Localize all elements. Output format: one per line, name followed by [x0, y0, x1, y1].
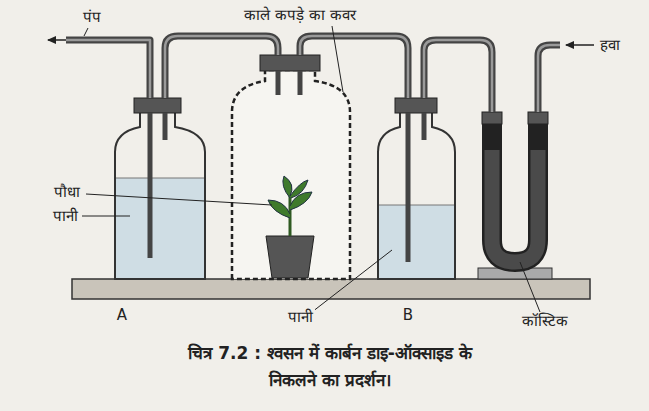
cover-label: काले कपड़े का कवर: [242, 6, 357, 24]
air-label: हवा: [598, 36, 622, 54]
bell-jar: [232, 55, 350, 279]
water-label: पानी: [51, 207, 80, 225]
pump-label: पंप: [81, 8, 103, 26]
leader-lines: [82, 26, 540, 312]
caustic-label: कॉस्टिक: [520, 312, 570, 330]
potted-plant: [266, 176, 314, 278]
air-arrow: [566, 44, 594, 46]
bottle-letter: A: [115, 306, 129, 324]
rubber-tubes: [66, 36, 560, 112]
u-tube-caustic: [478, 112, 552, 279]
bottle-letter: B: [401, 306, 415, 324]
water-label: पानी: [286, 308, 315, 326]
bottle-a: [115, 98, 205, 279]
plant-label: पौधा: [52, 183, 82, 201]
figure-caption: चित्र 7.2 : श्वसन में कार्बन डाइ-ऑक्साइड…: [165, 340, 495, 394]
base-board: [72, 279, 590, 299]
pump-arrow: [48, 39, 66, 41]
